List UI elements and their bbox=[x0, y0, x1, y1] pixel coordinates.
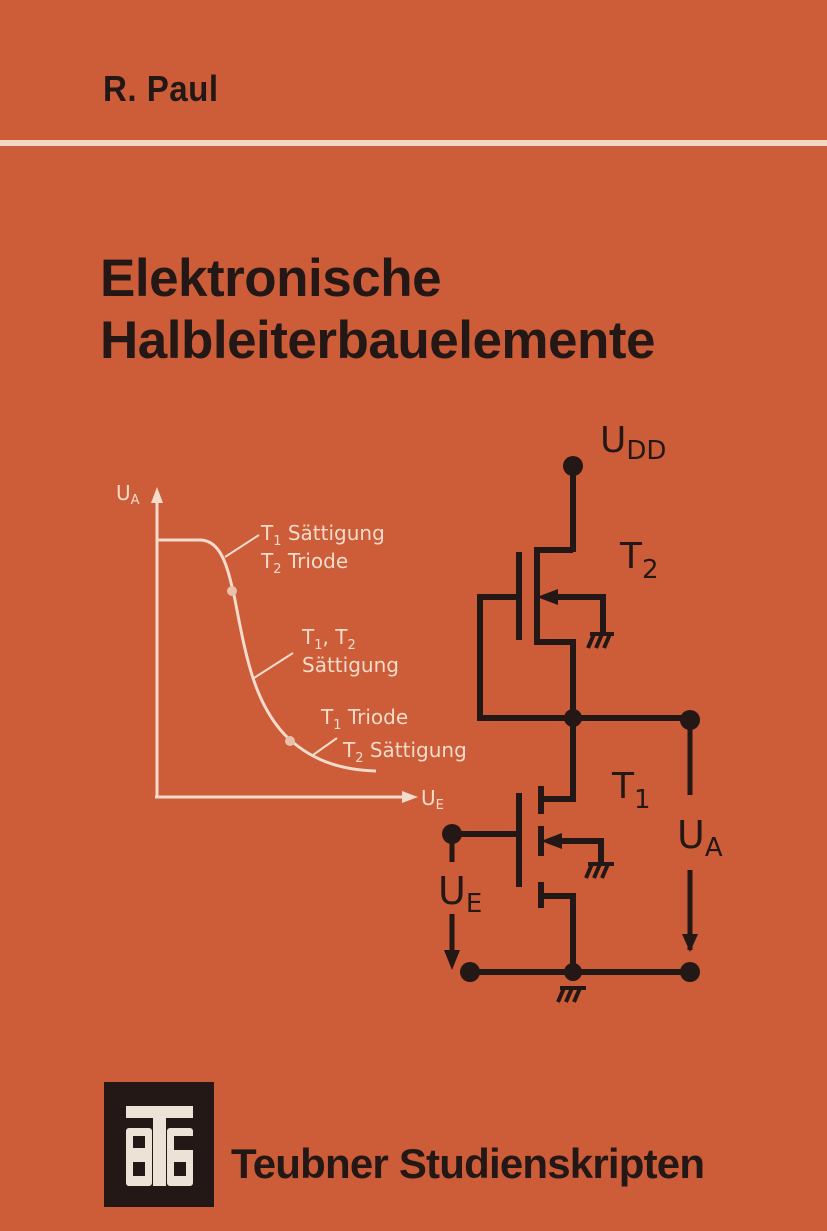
t2-label: T2 bbox=[619, 536, 659, 585]
x-axis-arrow-icon bbox=[402, 791, 418, 803]
output-node bbox=[564, 709, 582, 727]
horizontal-rule bbox=[0, 140, 827, 146]
boundary-point-2 bbox=[285, 736, 295, 746]
annotation-2-line-2: Sättigung bbox=[302, 653, 399, 677]
author-name: R. Paul bbox=[103, 68, 219, 109]
annotation-leader-1 bbox=[224, 534, 260, 558]
t1-source bbox=[541, 893, 576, 972]
annotation-1-line-2: T2 Triode bbox=[260, 549, 348, 577]
t2-bulk bbox=[553, 594, 606, 632]
boundary-point-1 bbox=[227, 586, 237, 596]
teubner-logo bbox=[104, 1082, 214, 1207]
t2-bulk-arrow-icon bbox=[537, 589, 558, 605]
output-terminal bbox=[680, 710, 700, 730]
input-ground-terminal bbox=[460, 962, 480, 982]
tbg-monogram-icon bbox=[126, 1106, 193, 1186]
t1-drain bbox=[541, 718, 576, 802]
book-title: Elektronische Halbleiterbauelemente bbox=[100, 248, 656, 372]
t1-label: T1 bbox=[611, 766, 651, 815]
t2-gate-feedback bbox=[477, 594, 573, 721]
ground-node bbox=[564, 963, 582, 981]
ua-arrowhead-icon bbox=[682, 934, 698, 952]
title-line-2: Halbleiterbauelemente bbox=[100, 311, 656, 370]
ground-icon bbox=[586, 632, 614, 649]
inverter-circuit bbox=[449, 466, 693, 1003]
transfer-curve bbox=[157, 538, 377, 773]
annotation-3-line-2: T2 Sättigung bbox=[342, 738, 467, 766]
annotation-1-line-1: T1 Sättigung bbox=[260, 521, 385, 549]
annotation-2-line-1: T1, T2 bbox=[301, 625, 356, 653]
transfer-curve-graph: UA UE T1 Sättigung T2 Triode T1, T2 Sätt… bbox=[116, 481, 467, 813]
output-voltage-label: UA bbox=[677, 813, 723, 863]
circuit-nodes bbox=[442, 456, 700, 982]
annotation-leader-3 bbox=[312, 737, 338, 756]
output-ground-terminal bbox=[680, 962, 700, 982]
ue-arrowhead-icon bbox=[444, 950, 460, 970]
input-voltage-label: UE bbox=[438, 869, 482, 919]
y-axis-label: UA bbox=[116, 481, 140, 508]
t1-bulk-arrow-icon bbox=[541, 833, 562, 849]
x-axis-label: UE bbox=[421, 786, 444, 813]
ground-icon bbox=[584, 862, 614, 879]
title-line-1: Elektronische bbox=[100, 249, 442, 308]
annotation-3-line-1: T1 Triode bbox=[320, 705, 408, 733]
t2-channel bbox=[534, 547, 576, 718]
annotation-leader-2 bbox=[253, 652, 294, 679]
input-terminal bbox=[442, 824, 462, 844]
publisher-name: Teubner Studienskripten bbox=[231, 1140, 705, 1187]
supply-label: UDD bbox=[600, 420, 666, 466]
y-axis-arrow-icon bbox=[151, 487, 163, 503]
supply-terminal bbox=[563, 456, 583, 476]
t1-bulk bbox=[553, 838, 604, 864]
ground-icon bbox=[556, 986, 586, 1003]
